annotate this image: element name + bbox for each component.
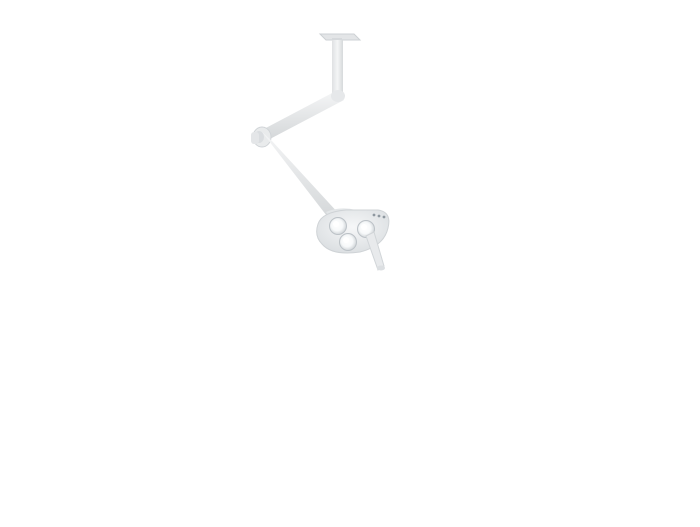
indicator-dot	[377, 214, 381, 218]
lamp-handle	[365, 231, 385, 271]
lower-arm	[262, 132, 340, 220]
indicator-dot	[382, 215, 386, 219]
bulb	[329, 217, 347, 235]
vertical-tube	[332, 40, 343, 98]
indicator-dot	[372, 213, 376, 217]
elbow-joint	[251, 126, 272, 148]
bulb	[339, 233, 357, 251]
upper-arm	[262, 90, 345, 140]
lamp-bulbs	[329, 217, 375, 251]
